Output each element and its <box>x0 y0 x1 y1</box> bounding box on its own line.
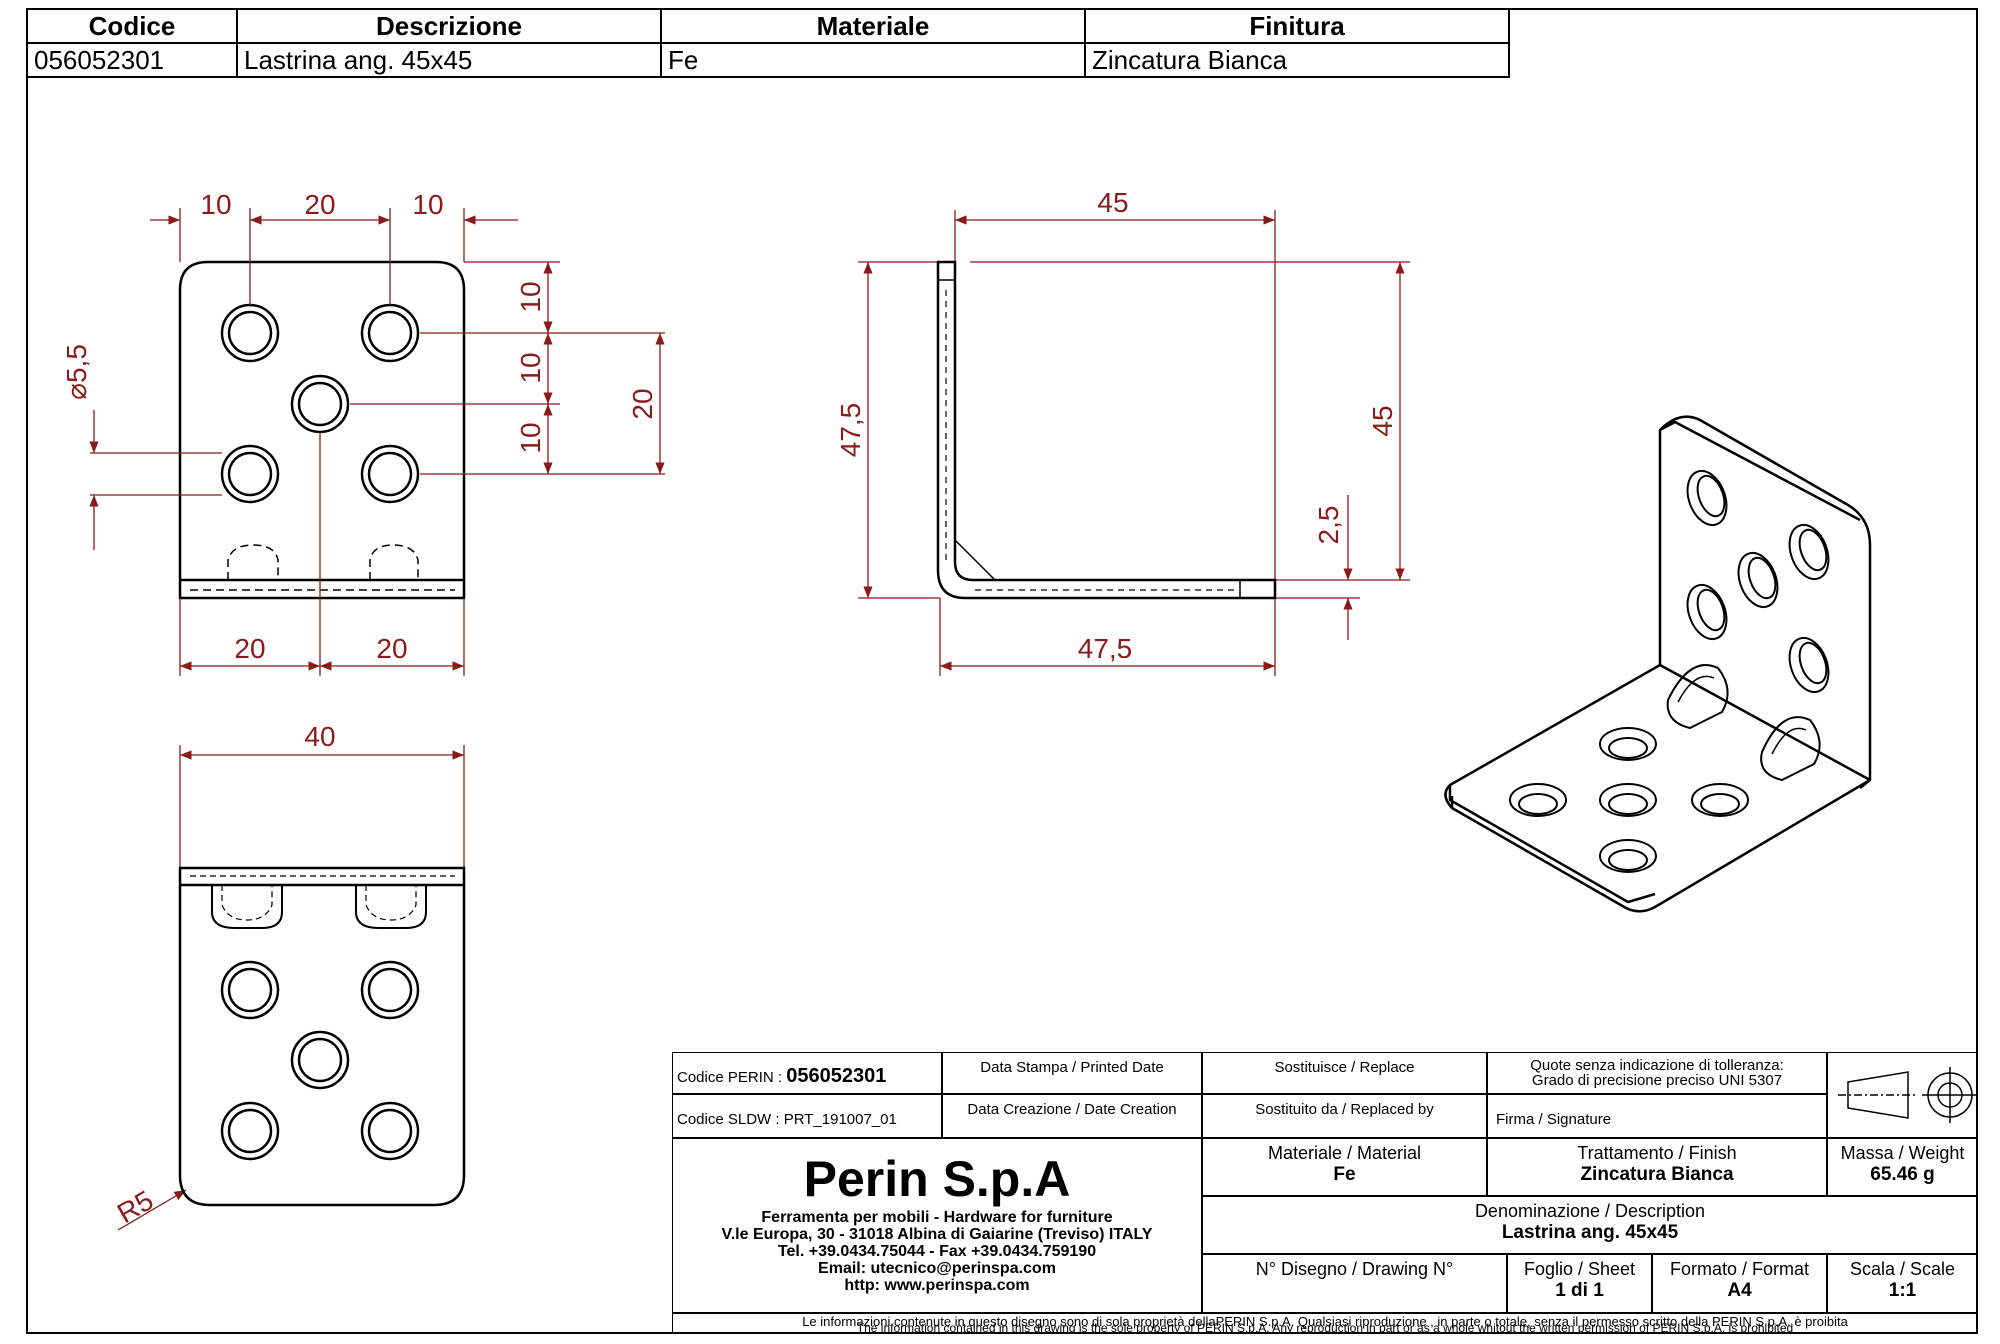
dim-right-2: 10 <box>515 352 546 383</box>
dim-hole-diameter: ⌀5,5 <box>61 344 92 400</box>
tb-tolerance: Quote senza indicazione di tolleranza: G… <box>1487 1052 1827 1094</box>
tb-symbol <box>1827 1052 1978 1138</box>
tb-replaced-by: Sostituito da / Replaced by <box>1202 1094 1487 1138</box>
dimension-texts: 10 20 10 10 10 10 20 ⌀5,5 20 20 40 R5 45… <box>61 187 1398 1229</box>
finish-value: Zincatura Bianca <box>1580 1164 1734 1185</box>
sheet-label: Foglio / Sheet <box>1523 1259 1636 1279</box>
header-finitura: Finitura <box>1084 8 1510 44</box>
address-line-2: V.le Europa, 30 - 31018 Albina di Gaiari… <box>721 1226 1153 1243</box>
tolerance-line-2: Grado di precisione preciso UNI 5307 <box>1531 1072 1783 1089</box>
dim-right-total: 20 <box>627 388 658 419</box>
format-label: Formato / Format <box>1669 1259 1810 1279</box>
tb-signature: Firma / Signature <box>1487 1094 1827 1138</box>
sheet-value: 1 di 1 <box>1555 1280 1604 1301</box>
tb-material: Materiale / Material Fe <box>1202 1138 1487 1196</box>
tb-scale: Scala / Scale 1:1 <box>1827 1254 1978 1313</box>
parts-table-header: Codice Descrizione Materiale Finitura <box>26 8 1510 44</box>
dim-right-3: 10 <box>515 422 546 453</box>
cell-finitura: Zincatura Bianca <box>1084 42 1510 78</box>
front-holes <box>220 303 420 504</box>
header-descrizione: Descrizione <box>236 8 662 44</box>
legal-english: The information contained in this drawin… <box>856 1322 1794 1334</box>
tb-replace: Sostituisce / Replace <box>1202 1052 1487 1094</box>
parts-table: Codice Descrizione Materiale Finitura 05… <box>26 8 1510 78</box>
side-view <box>936 260 1277 600</box>
description-label: Denominazione / Description <box>1474 1201 1706 1221</box>
dim-bottom-2: 20 <box>376 633 407 664</box>
plan-view <box>178 866 466 1207</box>
dim-side-left: 47,5 <box>835 403 866 458</box>
tb-codice-sldw: Codice SLDW : PRT_191007_01 <box>672 1094 942 1138</box>
cell-codice: 056052301 <box>26 42 238 78</box>
tolerance-line-1: Quote senza indicazione di tolleranza: <box>1530 1057 1784 1074</box>
front-view <box>178 260 466 600</box>
drawing-no-label: N° Disegno / Drawing N° <box>1255 1259 1454 1279</box>
company-name: Perin S.p.A <box>803 1151 1071 1207</box>
dim-side-right: 45 <box>1367 405 1398 436</box>
replaced-by-label: Sostituito da / Replaced by <box>1255 1101 1434 1118</box>
format-value: A4 <box>1727 1280 1752 1301</box>
dim-side-top: 45 <box>1097 187 1128 218</box>
signature-label: Firma / Signature <box>1496 1111 1612 1128</box>
address-line-5: http: www.perinspa.com <box>844 1277 1030 1294</box>
tb-sheet: Foglio / Sheet 1 di 1 <box>1507 1254 1652 1313</box>
tb-weight: Massa / Weight 65.46 g <box>1827 1138 1978 1196</box>
dim-corner-radius: R5 <box>112 1184 159 1229</box>
tb-drawing-no: N° Disegno / Drawing N° <box>1202 1254 1507 1313</box>
material-label: Materiale / Material <box>1267 1143 1422 1163</box>
tb-company: Perin S.p.A Ferramenta per mobili - Hard… <box>672 1138 1202 1313</box>
header-codice: Codice <box>26 8 238 44</box>
printed-date-label: Data Stampa / Printed Date <box>980 1059 1164 1076</box>
replace-label: Sostituisce / Replace <box>1274 1059 1415 1076</box>
front-dimensions <box>89 208 1410 1231</box>
scale-label: Scala / Scale <box>1849 1259 1956 1279</box>
tb-format: Formato / Format A4 <box>1652 1254 1827 1313</box>
weight-label: Massa / Weight <box>1840 1143 1965 1163</box>
dim-top-2: 20 <box>304 189 335 220</box>
finish-label: Trattamento / Finish <box>1577 1143 1737 1163</box>
weight-value: 65.46 g <box>1870 1164 1935 1185</box>
address-line-1: Ferramenta per mobili - Hardware for fur… <box>761 1209 1113 1226</box>
address-line-3: Tel. +39.0434.75044 - Fax +39.0434.75919… <box>777 1243 1097 1260</box>
scale-value: 1:1 <box>1888 1280 1917 1301</box>
dim-side-thickness: 2,5 <box>1313 506 1344 545</box>
tb-finish: Trattamento / Finish Zincatura Bianca <box>1487 1138 1827 1196</box>
cell-materiale: Fe <box>660 42 1086 78</box>
dim-bottom-1: 20 <box>234 633 265 664</box>
title-block: Codice PERIN : 056052301 Codice SLDW : P… <box>672 1052 1978 1334</box>
legal-italian: Le informazioni contenute in questo dise… <box>802 1314 1848 1329</box>
dim-plan-width: 40 <box>304 721 335 752</box>
description-value: Lastrina ang. 45x45 <box>1501 1222 1679 1243</box>
tb-creation-date: Data Creazione / Date Creation <box>942 1094 1202 1138</box>
tb-legal: Le informazioni contenute in questo dise… <box>672 1313 1978 1334</box>
material-value: Fe <box>1333 1164 1356 1185</box>
creation-date-label: Data Creazione / Date Creation <box>967 1101 1177 1118</box>
projection-symbol <box>1838 1067 1978 1123</box>
dim-top-1: 10 <box>200 189 231 220</box>
codice-perin-label: Codice PERIN : <box>677 1069 783 1086</box>
header-materiale: Materiale <box>660 8 1086 44</box>
cell-descrizione: Lastrina ang. 45x45 <box>236 42 662 78</box>
codice-sldw: Codice SLDW : PRT_191007_01 <box>677 1111 897 1128</box>
tb-description: Denominazione / Description Lastrina ang… <box>1202 1196 1978 1254</box>
address-line-4: Email: utecnico@perinspa.com <box>818 1260 1056 1277</box>
dim-right-1: 10 <box>515 281 546 312</box>
tb-printed-date: Data Stampa / Printed Date <box>942 1052 1202 1094</box>
parts-table-row: 056052301 Lastrina ang. 45x45 Fe Zincatu… <box>26 42 1510 78</box>
dim-side-bottom: 47,5 <box>1078 633 1133 664</box>
tb-codice-perin: Codice PERIN : 056052301 <box>672 1052 942 1094</box>
codice-perin-value: 056052301 <box>786 1065 887 1087</box>
dim-top-3: 10 <box>412 189 443 220</box>
isometric-view <box>1444 415 1872 913</box>
